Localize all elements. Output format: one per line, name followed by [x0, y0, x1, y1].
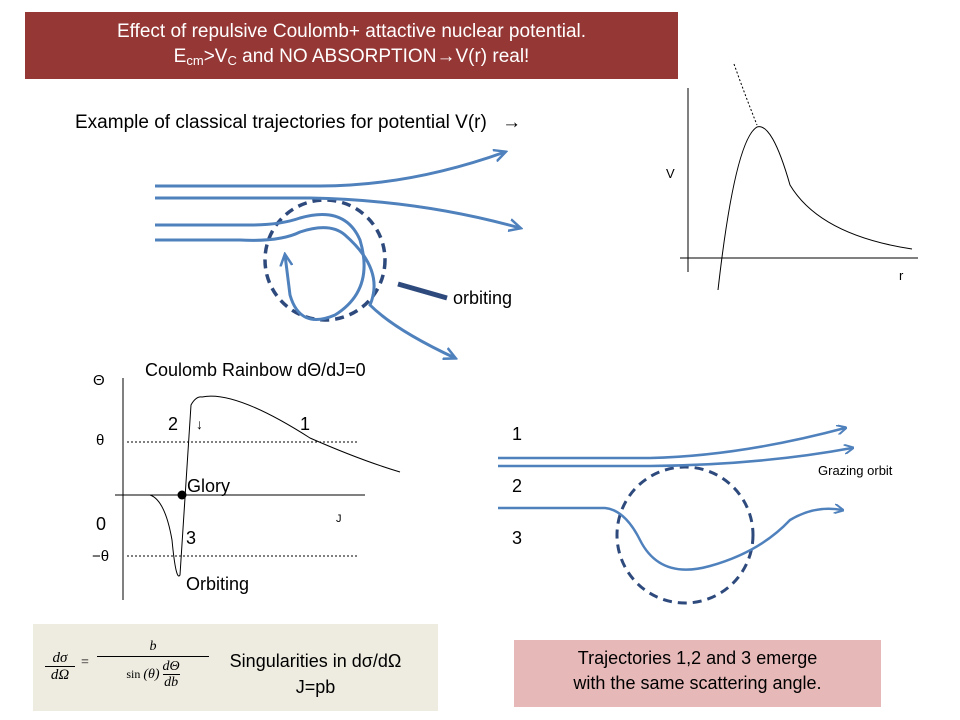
scattering-note-box: Trajectories 1,2 and 3 emerge with the s…	[514, 640, 881, 707]
title-line-2: Ecm>VC and NO ABSORPTION→V(r) real!	[25, 44, 678, 73]
potential-x-label: r	[899, 268, 904, 283]
title-arrow-icon: →	[436, 46, 456, 67]
trajectory-3	[498, 508, 842, 571]
point-2-label: 2	[168, 414, 179, 434]
potential-curve	[717, 126, 913, 291]
point-3-label: 3	[186, 528, 197, 548]
trajectory-lower	[155, 226, 455, 358]
title-line-1: Effect of repulsive Coulomb+ attactive n…	[116, 21, 587, 42]
rhs-theta: (θ)	[143, 666, 160, 682]
trajectory-2	[498, 448, 852, 468]
example-text: Example of classical trajectories for po…	[75, 112, 487, 133]
glory-point	[177, 490, 187, 500]
neg-theta-label: −θ	[92, 548, 110, 565]
example-caption: Example of classical trajectories for po…	[75, 112, 521, 134]
trajectory-2-label: 2	[512, 476, 523, 496]
potential-dotted-coulomb	[733, 63, 758, 126]
gt-v-symbol: >V	[203, 46, 228, 67]
formula-equals: =	[81, 655, 89, 670]
note-line-1: Trajectories 1,2 and 3 emerge	[577, 648, 818, 668]
target-dashed-circle	[615, 465, 755, 605]
rhs-denominator: sin (θ) dΘ db	[97, 659, 209, 690]
lhs-denominator: dΩ	[50, 667, 70, 683]
theta-label: θ	[96, 432, 105, 449]
trajectory-middle	[155, 213, 366, 321]
ecm-symbol: E	[173, 46, 187, 67]
orbiting-region-label: Orbiting	[186, 574, 250, 594]
deflection-plot	[115, 378, 401, 600]
trajectory-upper	[155, 196, 520, 228]
j-pb-text: J=pb	[295, 677, 336, 697]
rainbow-arrow-icon: ↓	[196, 416, 203, 432]
example-arrow-icon: →	[502, 112, 522, 133]
ecm-subscript: cm	[186, 53, 204, 68]
j-axis-label: J	[336, 513, 342, 525]
grazing-orbit-label: Grazing orbit	[818, 463, 893, 478]
trajectory-1-label: 1	[512, 424, 523, 444]
grazing-trajectories	[498, 428, 852, 605]
rhs-derivative-num: dΘ	[162, 659, 180, 675]
real-potential-text: V(r) real!	[455, 46, 530, 67]
nucleus-dashed-circle	[263, 198, 387, 322]
potential-y-label: V	[666, 166, 675, 181]
potential-plot	[680, 63, 918, 291]
formula-lhs: dσ dΩ	[45, 650, 75, 683]
rhs-sin: sin	[126, 667, 141, 681]
zero-label: 0	[96, 514, 107, 534]
trajectory-3-label: 3	[512, 528, 523, 548]
deflection-curve	[149, 395, 401, 577]
title-banner: Effect of repulsive Coulomb+ attactive n…	[25, 12, 678, 79]
vc-subscript: C	[227, 53, 237, 68]
lhs-numerator: dσ	[45, 650, 75, 667]
rhs-numerator: b	[97, 638, 209, 657]
trajectory-top	[155, 152, 505, 188]
formula-rhs: b sin (θ) dΘ db	[97, 638, 209, 690]
rainbow-title: Coulomb Rainbow dΘ/dJ=0	[145, 360, 366, 380]
note-line-2: with the same scattering angle.	[573, 673, 822, 693]
singularities-text: Singularities in dσ/dΩ	[229, 651, 402, 671]
no-absorption-text: and NO ABSORPTION	[236, 46, 437, 67]
big-theta-label: Θ	[93, 372, 105, 389]
point-1-label: 1	[300, 414, 311, 434]
formula-box: dσ dΩ = b sin (θ) dΘ db Singularities in…	[33, 624, 438, 711]
orbiting-label: orbiting	[453, 288, 513, 308]
rhs-derivative: dΘ db	[162, 659, 180, 690]
orbit-trajectories	[155, 152, 520, 358]
formula-caption: Singularities in dσ/dΩ J=pb	[193, 648, 438, 700]
orbiting-pointer	[397, 281, 448, 301]
glory-label: Glory	[187, 476, 231, 496]
trajectory-1	[498, 428, 845, 460]
rhs-derivative-den: db	[164, 675, 179, 690]
